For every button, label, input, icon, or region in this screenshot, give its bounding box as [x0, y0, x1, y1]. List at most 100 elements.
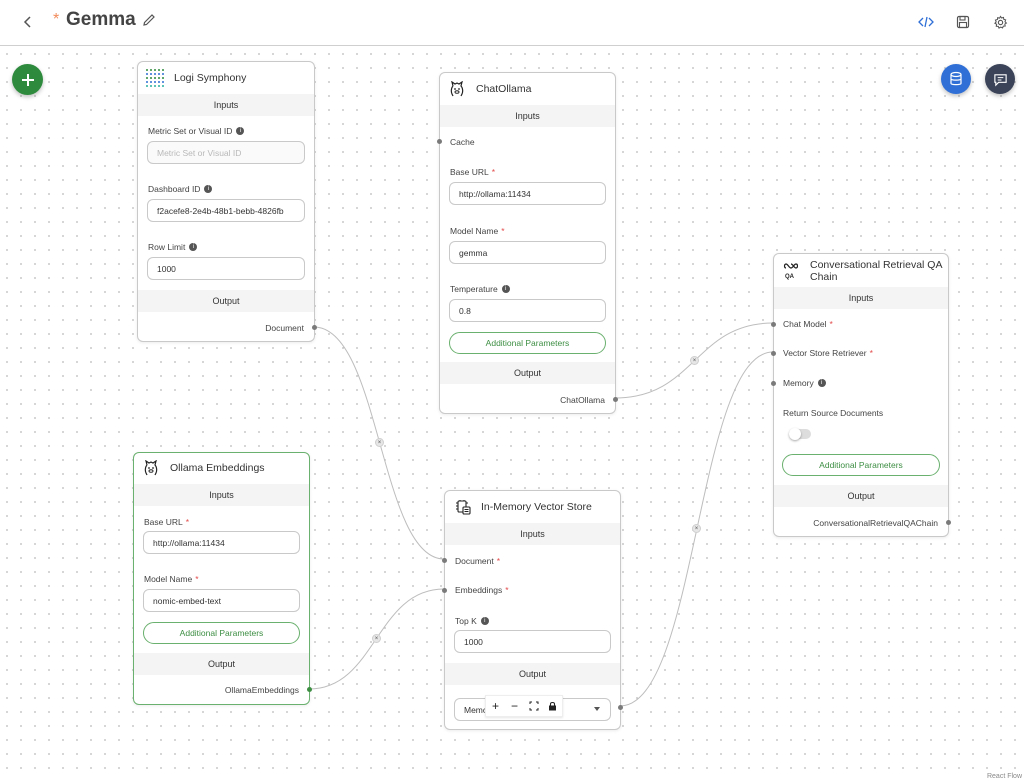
svg-text:QA: QA: [785, 274, 795, 280]
node-title: Logi Symphony: [174, 72, 247, 84]
base-url-input[interactable]: http://ollama:11434: [143, 531, 300, 554]
info-icon[interactable]: i: [204, 185, 213, 193]
delete-edge-icon[interactable]: ×: [692, 524, 701, 533]
lock-button[interactable]: [543, 696, 562, 716]
document-label: Document*: [455, 556, 501, 566]
node-title: Ollama Embeddings: [170, 462, 265, 474]
output-chatollama-label: ChatOllama: [560, 395, 605, 405]
inputs-header: Inputs: [445, 523, 620, 545]
model-name-label: Model Name*: [144, 574, 199, 584]
flow-title: Gemma: [66, 9, 136, 30]
logi-symphony-node[interactable]: Logi Symphony Inputs Metric Set or Visua…: [137, 61, 317, 342]
fit-view-button[interactable]: [524, 696, 543, 716]
retriever-input-handle[interactable]: [771, 351, 776, 356]
code-brackets-icon[interactable]: [916, 12, 936, 32]
inputs-header: Inputs: [440, 105, 615, 127]
qa-chain-icon: QA: [783, 263, 798, 280]
info-icon[interactable]: i: [480, 617, 489, 625]
cache-input-handle[interactable]: [437, 139, 442, 144]
info-icon[interactable]: i: [236, 127, 245, 135]
additional-parameters-button[interactable]: Additional Parameters: [449, 332, 606, 354]
delete-edge-icon[interactable]: ×: [690, 356, 699, 365]
node-title: Conversational Retrieval QA: [810, 259, 943, 271]
output-chain-label: ConversationalRetrievalQAChain: [813, 518, 938, 528]
base-url-input[interactable]: http://ollama:11434: [449, 182, 606, 205]
vector-store-retriever-label: Vector Store Retriever*: [783, 348, 873, 358]
cache-label: Cache: [450, 137, 475, 147]
output-header: Output: [138, 290, 314, 312]
chat-model-label: Chat Model*: [783, 319, 833, 329]
return-source-documents-label: Return Source Documents: [783, 408, 884, 418]
top-k-input[interactable]: 1000: [454, 630, 611, 653]
output-header: Output: [774, 485, 948, 507]
llama-icon: [144, 460, 158, 476]
ollama-embeddings-node[interactable]: Ollama Embeddings Inputs Base URL* http:…: [133, 452, 312, 705]
node-title-line2: Chain: [810, 271, 838, 283]
base-url-label: Base URL*: [144, 517, 190, 527]
additional-parameters-button[interactable]: Additional Parameters: [143, 622, 300, 644]
inputs-header: Inputs: [138, 94, 314, 116]
output-document-label: Document: [265, 323, 304, 333]
top-bar: * Gemma: [0, 0, 1024, 46]
row-limit-input[interactable]: 1000: [147, 257, 305, 280]
output-handle[interactable]: [307, 687, 312, 692]
output-handle[interactable]: [618, 705, 623, 710]
output-handle[interactable]: [946, 520, 951, 525]
embeddings-input-handle[interactable]: [442, 588, 447, 593]
add-node-button[interactable]: [12, 64, 43, 95]
inputs-header: Inputs: [134, 484, 309, 506]
output-handle[interactable]: [613, 397, 618, 402]
temperature-input[interactable]: 0.8: [449, 299, 606, 322]
database-icon: [950, 71, 962, 86]
fit-view-icon: [529, 701, 538, 711]
back-chevron-icon[interactable]: [18, 12, 38, 32]
memory-input-handle[interactable]: [771, 381, 776, 386]
additional-parameters-button[interactable]: Additional Parameters: [782, 454, 940, 476]
edit-pencil-icon[interactable]: [141, 12, 159, 30]
memory-store-icon: [456, 500, 471, 515]
zoom-out-button[interactable]: −: [510, 699, 518, 713]
output-header: Output: [440, 362, 615, 384]
metric-set-input[interactable]: Metric Set or Visual ID: [147, 141, 305, 164]
model-name-input[interactable]: gemma: [449, 241, 606, 264]
output-handle[interactable]: [312, 325, 317, 330]
node-title: ChatOllama: [476, 83, 532, 95]
info-icon[interactable]: i: [189, 243, 198, 251]
document-input-handle[interactable]: [442, 558, 447, 563]
llama-icon: [450, 81, 464, 97]
node-title: In-Memory Vector Store: [481, 501, 592, 513]
delete-edge-icon[interactable]: ×: [375, 438, 384, 447]
plus-icon: [21, 73, 34, 86]
model-name-input[interactable]: nomic-embed-text: [143, 589, 300, 612]
return-source-documents-toggle[interactable]: [789, 428, 811, 440]
chat-button[interactable]: [985, 64, 1015, 94]
info-icon[interactable]: i: [501, 285, 510, 293]
base-url-label: Base URL*: [450, 167, 496, 177]
info-icon[interactable]: i: [817, 379, 826, 387]
vector-upsert-button[interactable]: [941, 64, 971, 94]
output-header: Output: [134, 653, 309, 675]
model-name-label: Model Name*: [450, 226, 505, 236]
delete-edge-icon[interactable]: ×: [372, 634, 381, 643]
output-header: Output: [445, 663, 620, 685]
zoom-in-button[interactable]: +: [491, 699, 499, 713]
in-memory-vector-store-node[interactable]: In-Memory Vector Store Inputs Document* …: [442, 490, 623, 730]
react-flow-attribution[interactable]: React Flow: [986, 773, 1022, 780]
logi-symphony-logo-icon: [146, 69, 164, 87]
dashboard-id-input[interactable]: f2acefe8-2e4b-48b1-bebb-4826fb: [147, 199, 305, 222]
settings-gear-icon[interactable]: [990, 12, 1010, 32]
save-disk-icon[interactable]: [953, 12, 973, 32]
lock-icon: [549, 701, 556, 711]
chatollama-node[interactable]: ChatOllama Inputs Cache Base URL* http:/…: [437, 72, 618, 414]
chat-model-input-handle[interactable]: [771, 322, 776, 327]
inputs-header: Inputs: [774, 287, 948, 309]
chevron-down-icon: [594, 707, 600, 711]
unsaved-marker: *: [53, 11, 60, 28]
conversational-retrieval-qa-chain-node[interactable]: QA Conversational Retrieval QA Chain Inp…: [771, 253, 951, 537]
